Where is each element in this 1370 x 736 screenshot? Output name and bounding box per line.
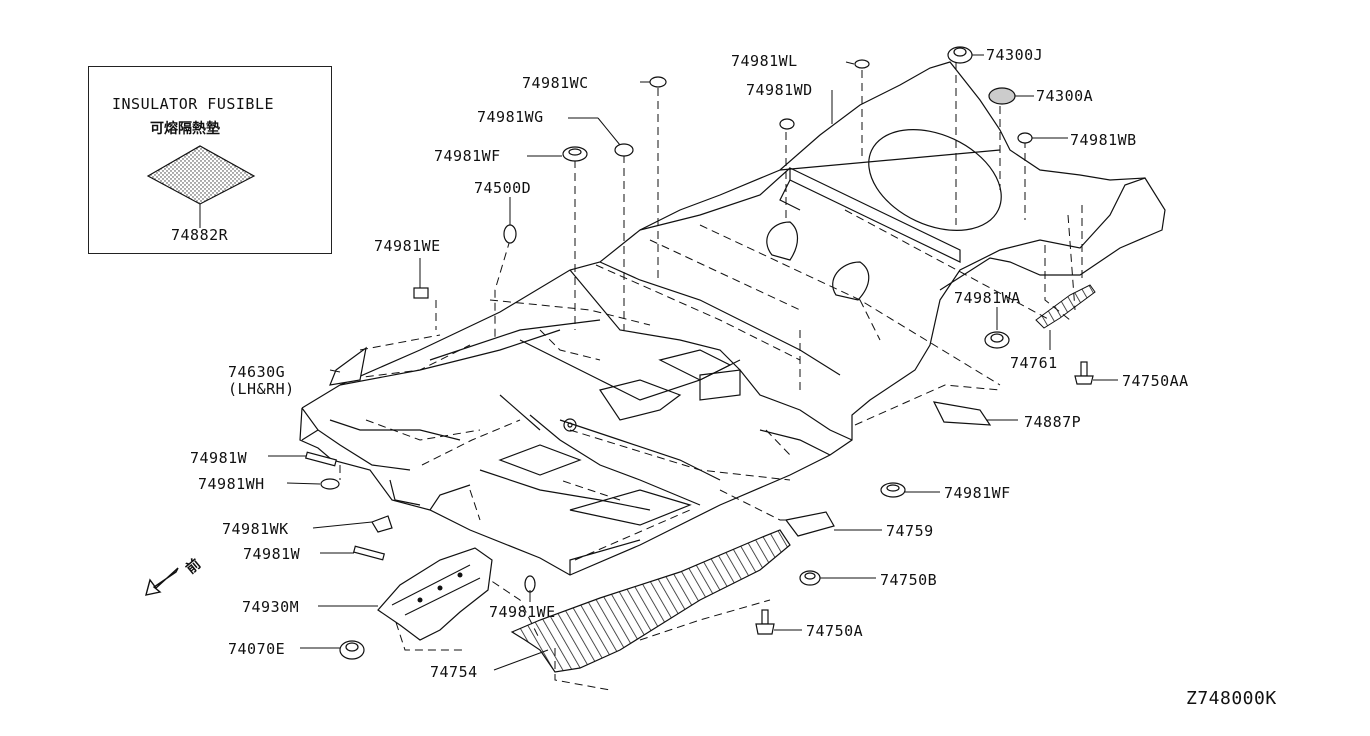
bolt-74750A xyxy=(755,609,775,635)
part-label-74882R: 74882R xyxy=(171,226,229,244)
part-label-74981WK: 74981WK xyxy=(222,520,289,538)
plug-74981WG xyxy=(614,143,634,157)
part-label-74981W-b: 74981W xyxy=(243,545,301,563)
part-label-74750A: 74750A xyxy=(806,622,864,640)
inset-title: INSULATOR FUSIBLE xyxy=(112,95,275,113)
small-parts xyxy=(304,46,1033,660)
part-label-74630G-sub: (LH&RH) xyxy=(228,380,295,398)
part-label-74981WA: 74981WA xyxy=(954,289,1021,307)
strip-74981W-b xyxy=(352,545,386,561)
part-label-74759: 74759 xyxy=(886,522,934,540)
part-label-74981WE-top: 74981WE xyxy=(374,237,441,255)
part-label-74981WF-top: 74981WF xyxy=(434,147,501,165)
part-label-74981WE-bot: 74981WE xyxy=(489,603,556,621)
part-label-74981WH: 74981WH xyxy=(198,475,265,493)
plug-74981WE-bot xyxy=(524,575,536,593)
plug-74981WD xyxy=(779,118,795,130)
pad-74981WE-top xyxy=(413,287,429,299)
part-label-74500D: 74500D xyxy=(474,179,532,197)
strip-74981W-a xyxy=(304,451,338,467)
insulator-fusible-diamond xyxy=(146,145,256,228)
dashed-leaders xyxy=(339,62,1083,691)
part-label-74761: 74761 xyxy=(1010,354,1058,372)
diagram-reference-code: Z748000K xyxy=(1186,688,1277,709)
front-arrow-icon xyxy=(145,567,179,596)
part-label-74070E: 74070E xyxy=(228,640,286,658)
part-label-74930M: 74930M xyxy=(242,598,300,616)
bolt-74750AA xyxy=(1074,361,1094,385)
pad-74630G xyxy=(329,346,367,386)
inset-subtitle: 可熔隔熱墊 xyxy=(150,121,220,137)
plug-74981WC xyxy=(649,76,667,88)
part-label-74981WD: 74981WD xyxy=(746,81,813,99)
bracket-74761 xyxy=(1035,284,1096,329)
part-label-74630G: 74630G xyxy=(228,363,286,381)
part-label-74300A: 74300A xyxy=(1036,87,1094,105)
part-label-74750AA: 74750AA xyxy=(1122,372,1189,390)
floor-panel xyxy=(299,61,1166,576)
part-label-74981WC: 74981WC xyxy=(522,74,589,92)
part-label-74750B: 74750B xyxy=(880,571,938,589)
clip-74759 xyxy=(784,511,835,537)
part-label-74754: 74754 xyxy=(430,663,478,681)
pad-74887P xyxy=(932,401,992,426)
heat-insulator-74754 xyxy=(510,529,791,673)
pad-74981WK xyxy=(371,515,393,533)
part-label-74981W-a: 74981W xyxy=(190,449,248,467)
part-label-74981WL: 74981WL xyxy=(731,52,798,70)
leader-lines xyxy=(268,54,1118,671)
plug-74981WB xyxy=(1017,132,1033,144)
part-label-74300J: 74300J xyxy=(986,46,1044,64)
plug-74500D xyxy=(503,224,517,244)
part-label-74981WB: 74981WB xyxy=(1070,131,1137,149)
front-member-74930M xyxy=(377,547,493,641)
part-label-74981WF-bot: 74981WF xyxy=(944,484,1011,502)
inset-box xyxy=(88,66,332,254)
bolts xyxy=(755,361,1094,635)
plug-74300A xyxy=(988,87,1016,105)
part-label-74887P: 74887P xyxy=(1024,413,1082,431)
plug-74981WH xyxy=(320,478,340,490)
plug-74981WL xyxy=(854,59,870,69)
part-label-74981WG: 74981WG xyxy=(477,108,544,126)
